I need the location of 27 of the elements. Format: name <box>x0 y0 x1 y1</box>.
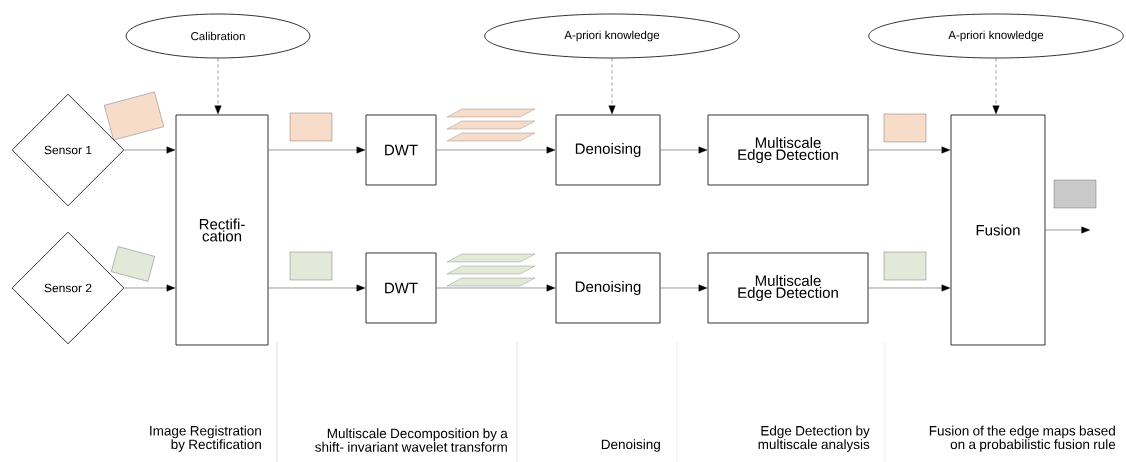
process-box: Rectifi- cation <box>175 114 269 346</box>
process-box: DWT <box>365 252 437 324</box>
arrow <box>124 284 176 292</box>
arrow <box>992 58 1000 115</box>
arrow <box>436 146 556 154</box>
column-caption: Image Registration by Rectification <box>150 425 261 452</box>
arrow <box>868 146 951 154</box>
column-caption: Edge Detection by multiscale analysis <box>758 425 870 452</box>
arrow <box>214 58 222 115</box>
process-box: Denoising <box>555 114 661 186</box>
arrow <box>1045 226 1091 234</box>
process-box: Denoising <box>555 252 661 324</box>
column-caption: Fusion of the edge maps based on a probabilistic fusion rule <box>929 425 1116 452</box>
arrow <box>436 284 556 292</box>
arrow <box>268 284 366 292</box>
arrow <box>660 146 708 154</box>
arrow <box>124 146 176 154</box>
column-caption: Multiscale Decomposition by a shift- invariant wavelet transform <box>315 428 508 452</box>
arrow <box>268 146 366 154</box>
process-box: Multiscale Edge Detection <box>707 252 869 324</box>
arrow <box>608 58 616 115</box>
arrow <box>660 284 708 292</box>
column-caption: Denoising <box>601 439 660 452</box>
process-box: Multiscale Edge Detection <box>707 114 869 186</box>
process-box: Fusion <box>950 114 1046 346</box>
arrow <box>868 284 951 292</box>
process-box: DWT <box>365 114 437 186</box>
